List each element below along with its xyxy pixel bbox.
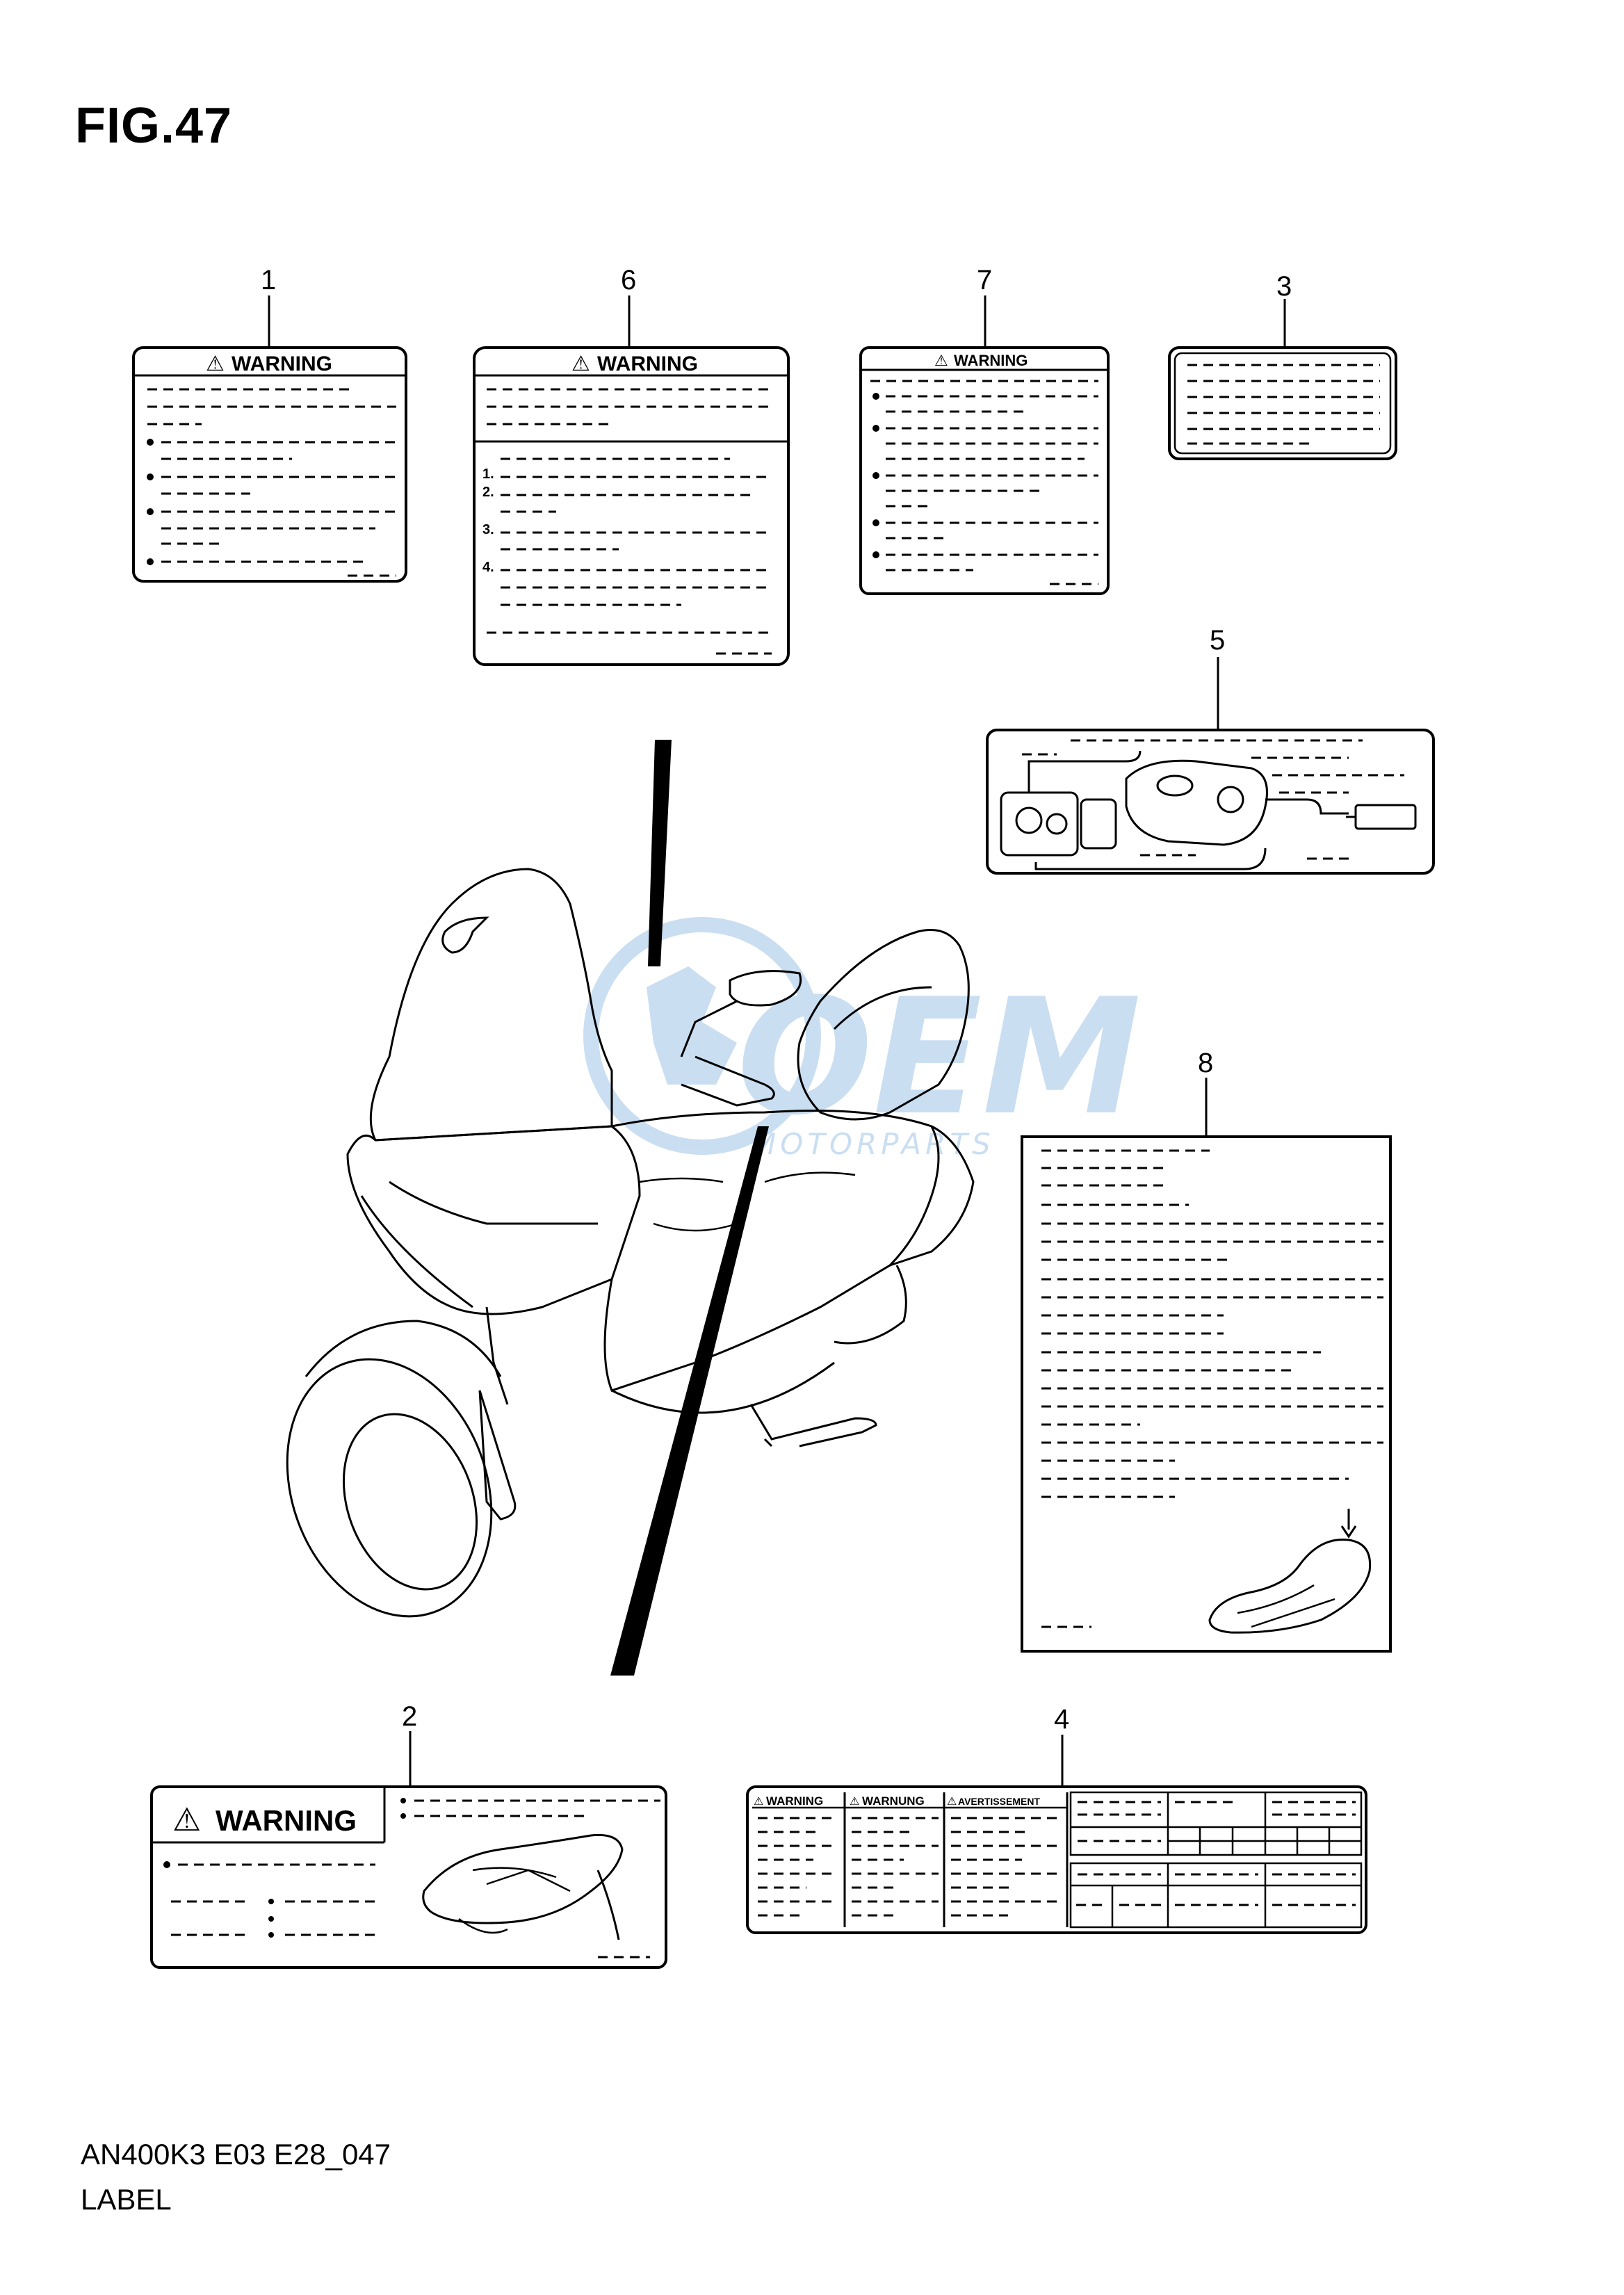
watermark-brand: OEM xyxy=(737,965,1142,1151)
label-7-warning-text: WARNING xyxy=(954,352,1028,369)
watermark-sub: MOTORPARTS xyxy=(751,1127,995,1161)
warning-icon: ⚠ xyxy=(850,1796,859,1808)
warning-icon: ⚠ xyxy=(754,1796,763,1808)
label-7: 7 ⚠ WARNING xyxy=(859,265,1110,595)
figure-name: LABEL xyxy=(81,2183,172,2216)
warning-icon: ⚠ xyxy=(206,352,225,375)
label-4-warning-text: WARNING xyxy=(766,1794,823,1808)
leader-bar-upper xyxy=(648,740,672,966)
warning-icon: ⚠ xyxy=(934,352,948,369)
warning-icon: ⚠ xyxy=(172,1801,201,1838)
list-number-2: 2. xyxy=(482,485,494,500)
label-2-warning-text: WARNING xyxy=(216,1804,357,1837)
label-2: 2 ⚠ WARNING xyxy=(150,1701,667,1969)
callout-4: 4 xyxy=(1054,1704,1069,1735)
figure-code: AN400K3 E03 E28_047 xyxy=(81,2138,391,2171)
watermark: OEM MOTORPARTS xyxy=(583,917,1142,1161)
callout-2: 2 xyxy=(402,1701,417,1732)
label-6: 6 ⚠ WARNING 1. 2. 3. 4. xyxy=(473,265,790,666)
label-3: 3 xyxy=(1168,271,1397,460)
label-4-warnung-text: WARNUNG xyxy=(862,1794,925,1808)
callout-5: 5 xyxy=(1210,625,1225,656)
scooter-illustration xyxy=(286,740,975,1676)
label-4: 4 ⚠ WARNING ⚠ WARNUNG ⚠ AVERTISSEMENT xyxy=(746,1704,1367,1934)
warning-icon: ⚠ xyxy=(571,352,590,375)
list-number-4: 4. xyxy=(482,560,494,575)
figure-title: FIG.47 xyxy=(75,98,233,154)
callout-1: 1 xyxy=(261,265,276,295)
callout-7: 7 xyxy=(977,265,992,295)
callout-6: 6 xyxy=(621,265,636,295)
warning-icon: ⚠ xyxy=(947,1796,957,1808)
list-number-3: 3. xyxy=(482,522,494,537)
list-number-1: 1. xyxy=(482,467,494,482)
watermark-globe-map xyxy=(647,966,737,1085)
label-8: 8 xyxy=(1021,1048,1392,1653)
label-6-warning-text: WARNING xyxy=(597,352,698,375)
watermark-globe xyxy=(583,917,821,1155)
label-4-avertissement-text: AVERTISSEMENT xyxy=(958,1796,1040,1807)
label-1: 1 ⚠ WARNING xyxy=(132,265,407,583)
leader-bar-lower xyxy=(610,1126,769,1676)
label-1-warning-text: WARNING xyxy=(232,352,332,375)
callout-8: 8 xyxy=(1198,1048,1213,1078)
label-5: 5 xyxy=(986,625,1435,875)
callout-3: 3 xyxy=(1276,271,1292,302)
